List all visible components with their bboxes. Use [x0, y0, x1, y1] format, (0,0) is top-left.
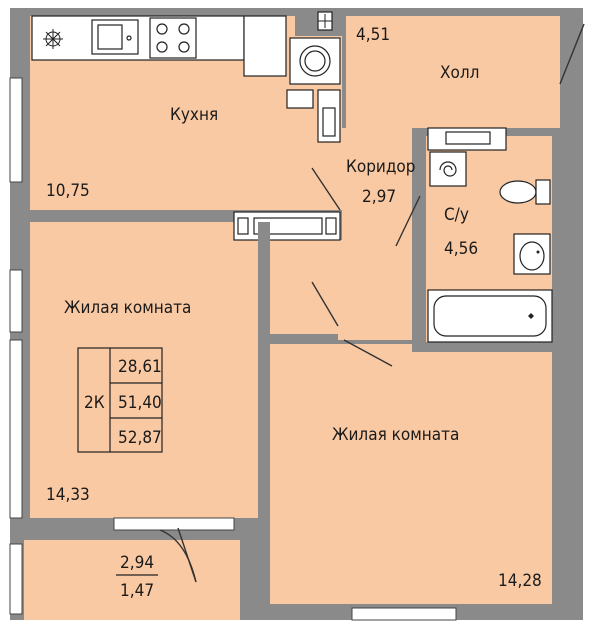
apartment-type: 2К [84, 393, 105, 413]
counter-ext [243, 15, 287, 77]
corridor-name: Коридор [346, 157, 416, 177]
washbasin-icon [513, 233, 551, 275]
total-with-balcony-value: 52,87 [118, 428, 162, 448]
bathroom-fixtures [427, 127, 553, 343]
living-room-1-name: Жилая комната [64, 298, 191, 318]
room-floors [24, 16, 560, 620]
balcony-door-window [113, 517, 235, 531]
living-room-2-door [343, 339, 393, 367]
kitchen-door [311, 167, 341, 211]
balcony-area-full: 2,94 [120, 553, 154, 573]
living-area-value: 28,61 [118, 357, 162, 377]
summary-table [77, 347, 163, 453]
kitchen-name: Кухня [170, 105, 218, 125]
living-room-2-window [351, 607, 457, 621]
living-room-1-door [311, 281, 339, 327]
bathroom-name: С/у [444, 205, 469, 225]
living-room-1-area: 14,33 [46, 485, 90, 505]
living-room-1-window-bottom [9, 339, 23, 519]
living-room-2-floor [270, 344, 552, 604]
living-room-2-area: 14,28 [498, 571, 542, 591]
corridor-area: 2,97 [362, 187, 396, 207]
living-room-1-window-top [9, 269, 23, 333]
corridor-floor [270, 90, 555, 340]
bathroom-door [395, 195, 421, 247]
doors [159, 23, 585, 583]
balcony-area-reduced: 1,47 [120, 581, 154, 601]
balcony-window [9, 543, 23, 615]
kitchen-window [9, 77, 23, 183]
hall-name: Холл [440, 63, 479, 83]
stove [149, 17, 197, 59]
bathtub-icon [427, 289, 553, 343]
toilet-icon [499, 179, 551, 205]
radiator-kitchen [286, 89, 314, 109]
kitchen-fixtures [31, 11, 341, 143]
hall-area: 4,51 [356, 25, 390, 45]
washing-machine [289, 37, 341, 85]
living-room-1-floor [30, 222, 258, 518]
entrance-door [559, 23, 585, 85]
windows [9, 77, 457, 621]
total-area-value: 51,40 [118, 393, 162, 413]
balcony-floor [24, 540, 240, 620]
partition-cabinet [233, 211, 341, 241]
boiler [429, 151, 467, 187]
sun-vent-icon [43, 29, 63, 49]
kitchen-area: 10,75 [46, 181, 90, 201]
bath-cabinet [427, 127, 507, 151]
bathroom-area: 4,56 [444, 239, 478, 259]
living-room-2-name: Жилая комната [332, 425, 459, 445]
